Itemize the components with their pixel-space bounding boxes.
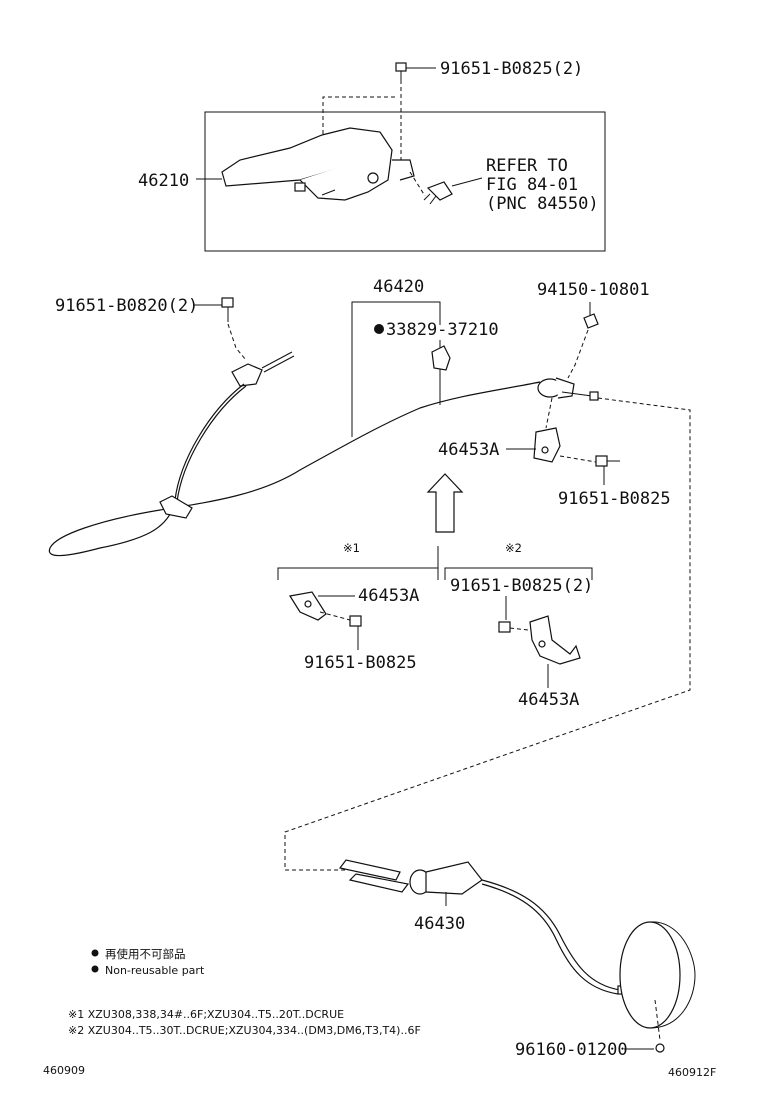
parking-lever-icon — [221, 127, 415, 201]
refer-text-2: FIG 84-01 — [486, 175, 578, 195]
footnote-1: ※1 XZU308,338,34#..6F;XZU304..T5..20T..D… — [68, 1008, 344, 1021]
lever-label: 46210 — [138, 171, 189, 191]
clip-label: 33829-37210 — [386, 320, 499, 340]
cable-end-bracket-icon — [231, 351, 295, 387]
bracket-n1-bolt-label: 91651-B0825 — [304, 653, 417, 673]
bracket-main-bolt-icon — [595, 455, 620, 467]
refer-text-3: (PNC 84550) — [486, 194, 599, 214]
cable-clip-icon — [431, 345, 451, 371]
legend-dot-icon — [91, 949, 99, 957]
brake-switch-icon — [423, 181, 453, 205]
clip2-icon — [655, 1043, 665, 1053]
rear-cable-end-icon — [338, 859, 483, 895]
footer-right-code: 460912F — [668, 1066, 716, 1079]
front-bolt-label: 91651-B0820(2) — [55, 296, 198, 316]
cable-grommet-icon — [159, 495, 193, 519]
lever-bolt-icon — [395, 62, 407, 80]
nonreusable-dot-icon — [374, 324, 384, 334]
note2-mark: ※2 — [505, 541, 522, 555]
bracket-n1-icon — [289, 591, 327, 621]
bracket-n1-bolt-icon — [349, 615, 362, 627]
footnote-2: ※2 XZU304..T5..30T..DCRUE;XZU304,334..(D… — [68, 1024, 421, 1037]
note1-mark: ※1 — [343, 541, 360, 555]
legend-item-jp: 再使用不可部品 — [105, 947, 186, 961]
bracket-n2-label: 46453A — [518, 690, 579, 710]
front-cable-label: 46420 — [373, 277, 424, 297]
refer-text-1: REFER TO — [486, 156, 568, 176]
rear-cable-label: 46430 — [414, 914, 465, 934]
retainer-label: 94150-10801 — [537, 280, 650, 300]
footer-left-code: 460909 — [43, 1064, 85, 1077]
lever-bolt-label: 91651-B0825(2) — [440, 59, 583, 79]
bracket-n1-label: 46453A — [358, 586, 419, 606]
bracket-n2-icon — [529, 615, 581, 665]
clip2-label: 96160-01200 — [515, 1040, 628, 1060]
variant-brackets: ※1 ※2 46453A 91651-B0825 91651-B0825(2) … — [277, 541, 593, 710]
up-arrow-icon — [426, 473, 464, 533]
bracket-n2-bolt-label: 91651-B0825(2) — [450, 576, 593, 596]
legend-dot-icon — [91, 965, 99, 973]
lever-group: 91651-B0825(2) 46210 REFER TO FIG 84-01 … — [138, 59, 606, 252]
front-cable-line — [48, 381, 541, 557]
rear-cable-line — [481, 879, 621, 991]
equalizer-icon — [537, 377, 599, 401]
rear-cable-group: 46430 96160-01200 — [338, 859, 696, 1060]
legend-item-en: Non-reusable part — [105, 964, 205, 977]
bracket-main-icon — [533, 427, 561, 463]
bracket-main-label: 46453A — [438, 440, 499, 460]
retainer-icon — [583, 313, 599, 329]
lever-box — [204, 111, 606, 252]
legend: 再使用不可部品 Non-reusable part — [91, 947, 205, 977]
front-bolt-icon — [221, 297, 234, 322]
footnotes: ※1 XZU308,338,34#..6F;XZU304..T5..20T..D… — [68, 1008, 421, 1037]
front-cable-group: 46420 91651-B0820(2) 33829-37210 — [48, 277, 691, 871]
brake-drum-icon — [619, 921, 696, 1029]
bracket-n2-bolt-icon — [498, 621, 511, 633]
bracket-main-bolt-label: 91651-B0825 — [558, 489, 671, 509]
